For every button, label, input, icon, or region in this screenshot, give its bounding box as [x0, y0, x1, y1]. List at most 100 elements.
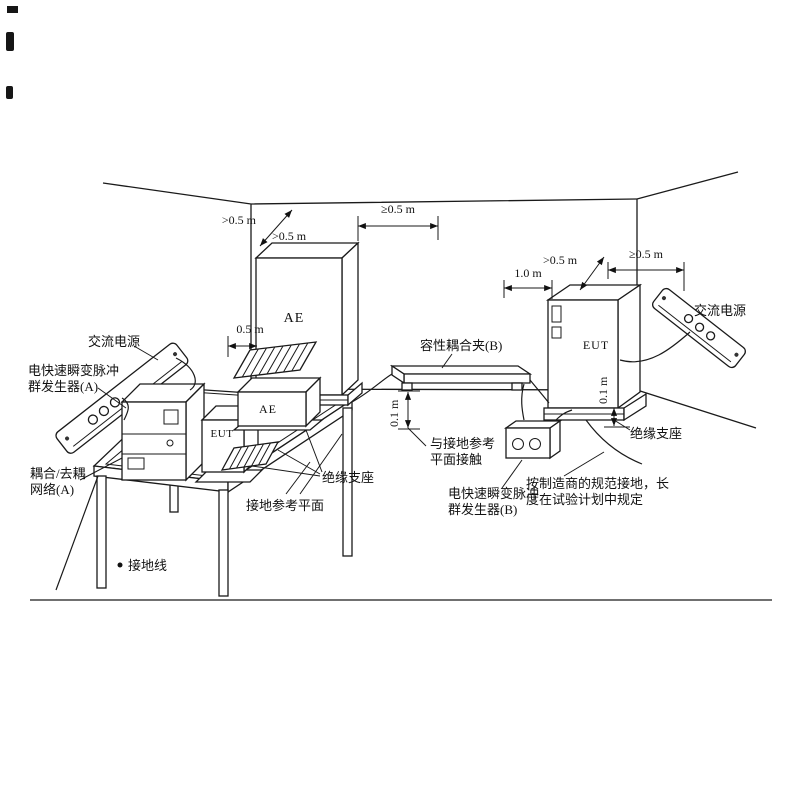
ac-power-left-label: 交流电源	[88, 334, 140, 349]
eft-generator-a-label: 电快速瞬变脉冲	[28, 363, 119, 378]
tray-hatch	[229, 442, 271, 470]
paper-tray-upper	[232, 341, 318, 379]
scan-artifact	[7, 6, 18, 13]
screw-icon	[734, 352, 739, 357]
insulating-support-pad	[194, 469, 264, 483]
ground-wire-label: 接地线	[128, 558, 167, 573]
leader-line	[285, 433, 343, 495]
eft-generator-b	[503, 419, 563, 460]
grounding-note-label: 按制造商的规范接地，长	[526, 476, 669, 491]
screw-icon	[65, 436, 70, 441]
eut-insulating-support	[543, 392, 647, 422]
leader-line	[251, 429, 323, 477]
cables	[55, 331, 691, 591]
extension-line	[357, 216, 439, 241]
generator-side-face	[185, 382, 205, 482]
ae-on-table: AE	[236, 376, 322, 428]
vent-slot	[551, 305, 562, 323]
dim-label: 0.5 m	[236, 322, 264, 336]
insulating-support-base-side	[623, 392, 647, 422]
coupling-network-label: 网络(A)	[30, 482, 74, 497]
screw-icon	[173, 352, 178, 357]
outlet-socket-icon	[87, 414, 99, 425]
bullet-dot	[117, 562, 123, 568]
outlet-socket-icon	[109, 397, 121, 408]
table-leg	[96, 475, 107, 589]
contact-note-label: 平面接触	[430, 452, 482, 467]
vent-slot	[551, 326, 562, 339]
capacitive-coupling-clamp	[389, 364, 533, 391]
dim-label: 1.0 m	[514, 266, 542, 280]
leader-line	[133, 345, 159, 361]
clamp-to-generator-cable	[521, 383, 525, 421]
dim-label: ≥0.5 m	[629, 247, 664, 261]
table-equipment: EUT AE	[120, 341, 324, 483]
dim-label: >0.5 m	[543, 253, 578, 267]
ground-wire	[55, 475, 99, 591]
eut-cabinet: EUT	[543, 283, 647, 422]
panel-knob-icon	[512, 438, 524, 450]
contact-note-label: 与接地参考	[430, 436, 495, 451]
dimension-arrow	[579, 256, 605, 291]
insulating-support-label: 绝缘支座	[630, 426, 682, 441]
generator-front-face	[505, 427, 551, 459]
ac-power-right-label: 交流电源	[694, 303, 746, 318]
generator-to-eut-cable	[555, 409, 573, 421]
outlet-socket-icon	[98, 405, 110, 417]
annotations: 交流电源 电快速瞬变脉冲 群发生器(A) 耦合/去耦 网络(A) 接地线 接地参…	[28, 303, 746, 573]
panel-display	[163, 409, 179, 425]
eft-generator-a-label: 群发生器(A)	[28, 379, 98, 394]
cabinet-front-face	[255, 257, 343, 396]
outlet-socket-icon	[705, 331, 716, 341]
generator-side-face	[549, 419, 561, 460]
screw-icon	[661, 296, 666, 301]
dim-label: >0.5 m	[272, 229, 307, 243]
power-strip-seam	[658, 304, 732, 363]
floor-cable	[351, 373, 393, 403]
extension-line	[503, 280, 553, 299]
panel-knob-icon	[166, 439, 174, 447]
eft-generator-a	[120, 382, 206, 482]
leader-line	[407, 427, 427, 447]
eut-table-label: EUT	[211, 428, 234, 440]
table-leg	[218, 489, 229, 597]
panel-knob-icon	[529, 438, 541, 450]
table-leg	[342, 407, 353, 557]
leader-line	[97, 387, 127, 409]
grounding-note-label: 度在试验计划中规定	[526, 492, 643, 507]
insulating-support-base-side	[347, 381, 363, 407]
extension-line	[398, 390, 420, 430]
leader-line	[563, 451, 605, 477]
leader-line	[441, 353, 453, 369]
ae-table-label: AE	[259, 402, 277, 416]
ground-reference-plane-label: 接地参考平面	[246, 498, 324, 513]
clamp-to-eut-cable	[529, 379, 550, 404]
leader-line	[613, 419, 631, 431]
power-cable	[175, 357, 196, 391]
generator-front-face	[121, 401, 187, 481]
leader-line	[501, 459, 523, 489]
tray-hatch	[241, 342, 309, 378]
eut-power-cable	[619, 331, 691, 363]
cabinet-front-face	[547, 299, 619, 409]
insulating-support-label: 绝缘支座	[322, 470, 374, 485]
ac-power-strip-right	[651, 287, 746, 369]
leader-line	[79, 457, 123, 481]
paper-tray-lower	[220, 441, 280, 471]
dim-label: 0.1 m	[387, 399, 401, 427]
panel-connector	[127, 457, 145, 470]
outlet-socket-icon	[683, 313, 694, 324]
eut-ground-strap	[585, 419, 643, 465]
dim-label: >0.5 m	[222, 213, 257, 227]
scan-artifact	[6, 86, 13, 99]
coupling-network-label: 耦合/去耦	[30, 466, 86, 481]
eft-generator-b-label: 电快速瞬变脉冲	[448, 486, 539, 501]
cabinet-top-face	[254, 242, 360, 259]
clamp-foot	[401, 382, 413, 391]
dimension-arrow	[259, 209, 293, 247]
ae-cabinet-label: AE	[284, 311, 305, 326]
coupling-clamp-label: 容性耦合夹(B)	[420, 338, 502, 353]
dim-label: 0.1 m	[596, 376, 610, 404]
